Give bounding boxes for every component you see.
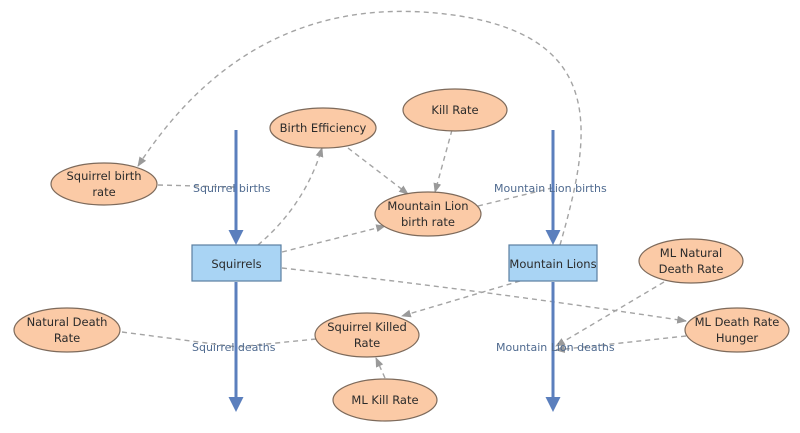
mountain-lion-births-label: Mountain Lion births: [494, 182, 607, 195]
link-mountain-lions-to-squirrel-birth-rate: [137, 10, 582, 246]
var-label-line: Rate: [354, 336, 380, 350]
var-label-line: Squirrel birth: [66, 169, 141, 183]
var-label-line: ML Natural: [660, 246, 722, 260]
link-kill-rate-to-ml-birth-rate: [433, 129, 453, 193]
var-mountain-lion-birth-rate[interactable]: Mountain Lion birth rate: [374, 191, 482, 237]
link-squirrels-to-ml-death-hunger: [281, 267, 687, 324]
var-ml-death-rate-hunger[interactable]: ML Death Rate Hunger: [684, 307, 790, 353]
var-natural-death-rate[interactable]: Natural Death Rate: [13, 307, 121, 353]
link-squirrels-to-birth-efficiency: [257, 147, 324, 246]
link-squirrel-birth-rate-to-births: [157, 184, 236, 188]
link-ml-death-hunger-to-ml-deaths: [555, 335, 687, 353]
flow-labels: Squirrel births Squirrel deaths Mountain…: [192, 182, 615, 354]
stock-label: Mountain Lions: [509, 257, 596, 271]
var-label-line: rate: [92, 185, 115, 199]
var-label-line: birth rate: [401, 215, 455, 229]
squirrel-births-label: Squirrel births: [193, 182, 271, 195]
link-natural-death-to-squirrel-deaths: [121, 331, 238, 348]
link-squirrels-to-ml-birth-rate: [281, 224, 386, 253]
var-label-line: Natural Death: [27, 315, 108, 329]
var-squirrel-birth-rate[interactable]: Squirrel birth rate: [50, 162, 158, 206]
var-ml-natural-death-rate[interactable]: ML Natural Death Rate: [638, 238, 744, 284]
influence-links: [121, 10, 687, 379]
flows: [228, 130, 561, 412]
link-ml-kill-rate-to-squirrel-killed: [375, 357, 386, 379]
var-label-line: Death Rate: [659, 262, 724, 276]
link-ml-birth-rate-to-ml-births: [477, 187, 553, 207]
mountain-lion-deaths-label: Mountain Lion deaths: [496, 341, 615, 354]
var-label-line: ML Kill Rate: [351, 393, 418, 407]
var-label-line: Kill Rate: [431, 103, 478, 117]
link-ml-natural-death-to-ml-deaths: [555, 281, 665, 347]
var-label-line: Hunger: [716, 331, 759, 345]
stock-mountain-lions[interactable]: Mountain Lions: [508, 244, 598, 282]
link-birth-efficiency-to-ml-birth-rate: [347, 147, 409, 195]
stock-squirrels[interactable]: Squirrels: [191, 244, 282, 282]
link-mountain-lions-to-squirrel-killed: [401, 280, 521, 318]
var-label-line: Rate: [54, 331, 80, 345]
var-birth-efficiency[interactable]: Birth Efficiency: [269, 107, 377, 149]
var-kill-rate[interactable]: Kill Rate: [402, 88, 508, 132]
var-label-line: ML Death Rate: [695, 315, 780, 329]
var-ml-kill-rate[interactable]: ML Kill Rate: [332, 378, 438, 422]
var-label-line: Birth Efficiency: [280, 121, 367, 135]
squirrel-deaths-label: Squirrel deaths: [192, 341, 276, 354]
var-label-line: Squirrel Killed: [327, 320, 407, 334]
stock-label: Squirrels: [211, 257, 261, 271]
link-squirrel-killed-to-squirrel-deaths: [236, 338, 317, 348]
var-label-line: Mountain Lion: [387, 199, 468, 213]
var-squirrel-killed-rate[interactable]: Squirrel Killed Rate: [314, 312, 420, 358]
